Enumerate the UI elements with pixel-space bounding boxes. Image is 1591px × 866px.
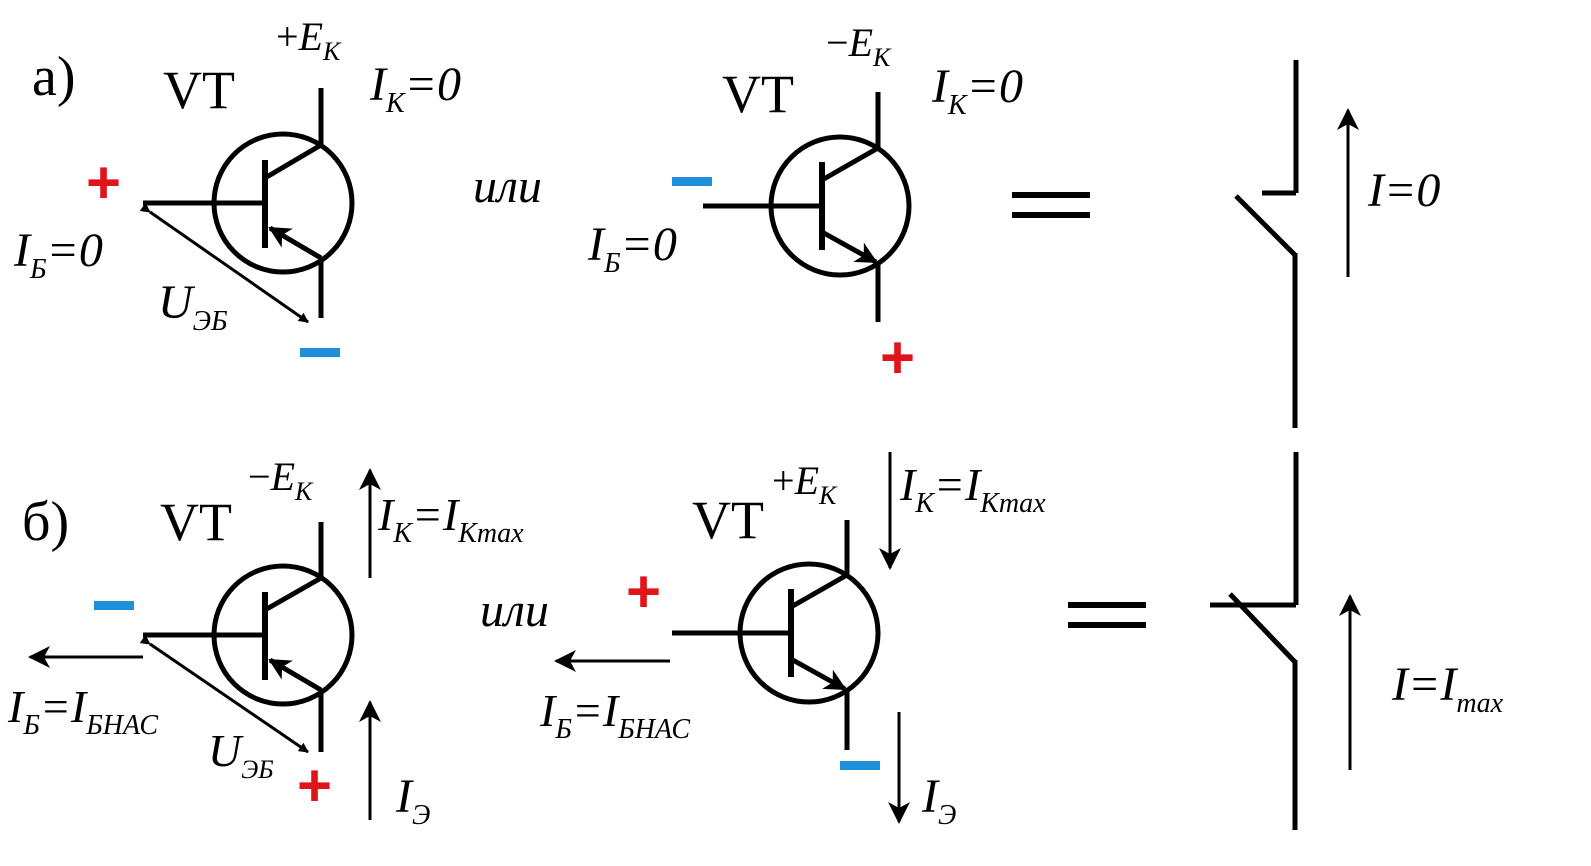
minus-sign: [300, 348, 340, 357]
collector-lead: [263, 575, 323, 613]
vt-label: VT: [692, 490, 764, 550]
ueb-arrow: [139, 634, 309, 754]
or-label-a: или: [473, 160, 542, 213]
plus-sign: +: [86, 149, 121, 216]
collector-current-label: IК=0: [369, 58, 461, 119]
transistor-b-left: VT −EК IК=IКmax IБ=IБНАС UЭБ + IЭ: [7, 454, 524, 831]
plus-sign: +: [880, 324, 915, 391]
open-switch: I=0: [1234, 60, 1440, 428]
vt-label: VT: [722, 64, 794, 124]
equals-sign-b: [1068, 602, 1146, 628]
or-label-b: или: [480, 584, 549, 637]
transistor-b-right: VT +EК IК=IКmax + IБ=IБНАС IЭ: [539, 452, 1046, 831]
emitter-lead: [268, 657, 323, 693]
base-current-label: IБ=0: [13, 224, 103, 285]
minus-sign: [840, 761, 880, 770]
ueb-label: UЭБ: [208, 725, 274, 784]
row-a-label: а): [32, 46, 76, 108]
supply-label: +EК: [772, 458, 838, 510]
minus-sign: [672, 177, 712, 186]
emitter-lead: [268, 225, 323, 261]
vt-label: VT: [163, 60, 235, 120]
vt-label: VT: [160, 492, 232, 552]
collector-current-label: IК=0: [931, 60, 1023, 121]
transistor-a-left: VT +EК IК=0 + IБ=0 UЭБ: [13, 14, 461, 357]
emitter-lead: [820, 229, 878, 265]
collector-lead: [789, 572, 849, 610]
collector-current-label: IК=IКmax: [377, 489, 524, 549]
base-current-label: IБ=IБНАС: [539, 685, 690, 745]
transistor-a-right: VT −EК IК=0 IБ=0 +: [587, 20, 1023, 391]
emitter-current-label: IЭ: [395, 770, 430, 831]
base-current-label: IБ=0: [587, 218, 677, 279]
supply-label: −EК: [826, 20, 892, 72]
closed-switch: I=Imax: [1210, 452, 1504, 830]
supply-label: +EК: [276, 14, 342, 66]
emitter-current-label: IЭ: [921, 770, 956, 831]
switch-current-label-b: I=Imax: [1391, 658, 1504, 719]
row-b-label: б): [22, 491, 69, 553]
base-current-label: IБ=IБНАС: [7, 681, 158, 741]
collector-lead: [263, 142, 323, 181]
plus-sign: +: [297, 752, 332, 819]
plus-sign: +: [626, 558, 661, 625]
collector-lead: [820, 145, 880, 183]
switch-current-label-a: I=0: [1367, 164, 1440, 217]
emitter-lead: [789, 656, 847, 692]
equals-sign-a: [1012, 192, 1090, 218]
ueb-label: UЭБ: [158, 276, 228, 337]
ueb-arrow: [139, 202, 309, 324]
minus-sign: [94, 601, 134, 610]
supply-label: −EК: [248, 454, 314, 506]
collector-current-label: IК=IКmax: [899, 459, 1046, 519]
